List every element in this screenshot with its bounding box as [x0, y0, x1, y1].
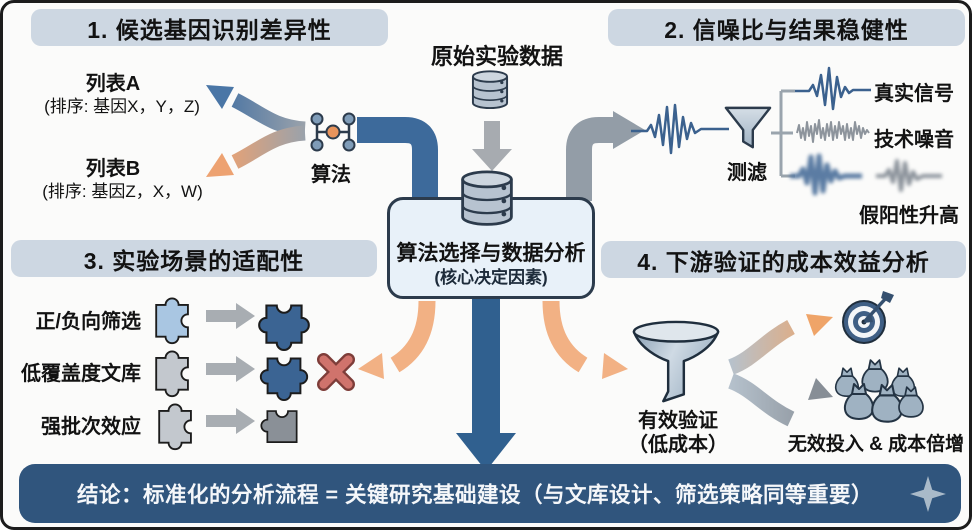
mismatch-x-icon [317, 352, 355, 391]
section4-header: 4. 下游验证的成本效益分析 [601, 241, 966, 278]
arrow-box-to-scenarios-head [358, 353, 384, 379]
scenario-label-3: 强批次效应 [41, 416, 141, 438]
arrow-funnel-to-target-head [806, 314, 833, 336]
puzzle-fit-batch-gray [260, 410, 298, 443]
list-a-title: 列表A [85, 73, 141, 95]
arrow-down-head [456, 433, 516, 471]
section2-header: 2. 信噪比与结果稳健性 [608, 9, 965, 46]
arrow-to-list-b [231, 125, 306, 169]
arrow-to-list-a [231, 93, 306, 137]
sparkle-icon [910, 476, 946, 512]
arrow-scenario-row-1 [206, 303, 255, 329]
section3-title: 3. 实验场景的适配性 [83, 247, 305, 274]
waste-label: 无效投入 & 成本倍增 [787, 434, 965, 455]
false-positive-label: 假阳性升高 [859, 205, 959, 227]
pipe-box-to-signal-arrowhead [613, 111, 645, 149]
target-icon [842, 291, 894, 344]
section1-header: 1. 候选基因识别差异性 [31, 9, 388, 46]
puzzle-piece-batch-gray [158, 403, 192, 451]
filter-funnel-icon [724, 106, 772, 149]
arrow-rawdata-head [472, 149, 512, 171]
money-bags-icon [835, 359, 924, 423]
signal-bracket [771, 89, 795, 178]
arrow-box-to-scenarios [390, 300, 436, 373]
arrow-rawdata-shaft [484, 121, 500, 151]
arrow-to-list-b-head [206, 153, 234, 177]
database-icon-large [461, 170, 513, 226]
waveform-true-signal [795, 66, 871, 111]
arrow-scenario-row-3 [206, 408, 255, 434]
true-signal-label: 真实信号 [874, 83, 954, 105]
arrow-down-shaft [472, 299, 500, 437]
puzzle-fit-library-blue [259, 357, 309, 401]
section3-header: 3. 实验场景的适配性 [11, 240, 377, 277]
list-a-detail: (排序: 基因X，Y，Z) [44, 97, 200, 116]
waveform-mixed-signal [631, 103, 729, 155]
pipe-box-to-signal [566, 117, 615, 201]
puzzle-fit-screen-blue [258, 304, 310, 351]
list-b-title: 列表B [85, 158, 141, 180]
validation-funnel-icon [632, 320, 720, 403]
tech-noise-label: 技术噪音 [874, 129, 954, 151]
pipe-algorithm-to-box [357, 117, 438, 201]
section4-title: 4. 下游验证的成本效益分析 [637, 248, 930, 275]
arrow-scenario-row-2 [206, 356, 255, 382]
arrow-to-list-a-head [206, 85, 234, 109]
raw-data-label: 原始实验数据 [430, 44, 563, 69]
scenario-label-1: 正/负向筛选 [35, 311, 141, 333]
puzzle-piece-screen-light [155, 297, 189, 345]
puzzle-piece-library-gray [155, 350, 189, 398]
conclusion-bar: 结论：标准化的分析流程 = 关键研究基础建设（与文库设计、筛选策略同等重要） [19, 464, 961, 523]
arrow-box-to-validation [542, 300, 588, 373]
waveform-false-positive-gray [876, 159, 942, 192]
section2-title: 2. 信噪比与结果稳健性 [664, 16, 909, 43]
section1-title: 1. 候选基因识别差异性 [87, 16, 332, 43]
decision-box-title: 算法选择与数据分析 [396, 242, 586, 265]
waveform-tech-noise [796, 119, 870, 143]
scenario-label-2: 低覆盖度文库 [21, 363, 141, 385]
algorithm-label: 算法 [311, 164, 351, 186]
funnel-title: 有效验证 [638, 410, 718, 432]
filter-label: 测滤 [727, 162, 767, 184]
algorithm-icon [310, 112, 356, 152]
list-b-detail: (排序: 基因Z，X，W) [42, 182, 203, 201]
waveform-false-positive-blue [790, 153, 862, 196]
arrow-box-to-validation-head [602, 353, 628, 379]
database-icon-small [471, 70, 509, 110]
arrow-funnel-to-waste-head [808, 378, 833, 400]
arrow-funnel-to-waste [727, 373, 795, 427]
decision-box-subtitle: (核心决定因素) [434, 268, 548, 287]
conclusion-text: 结论：标准化的分析流程 = 关键研究基础建设（与文库设计、筛选策略同等重要） [76, 483, 873, 507]
arrow-funnel-to-target [727, 319, 795, 375]
connector-layer [206, 85, 833, 471]
funnel-subtitle: （低成本） [628, 434, 728, 456]
